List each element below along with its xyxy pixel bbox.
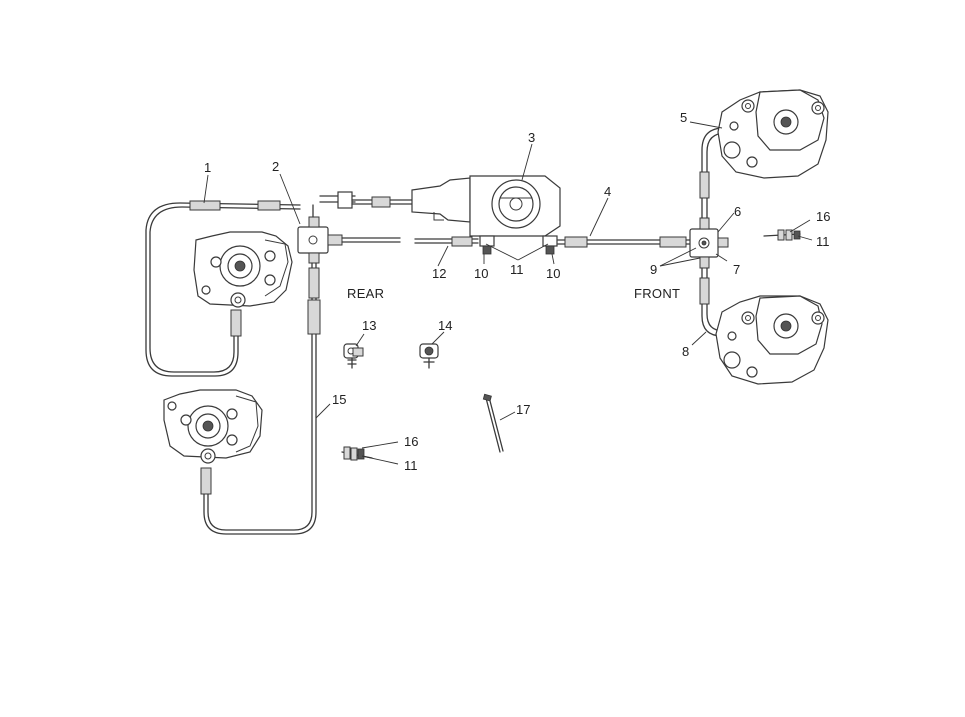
callout-11-rear: 11 [404, 458, 418, 473]
banjo-bolt-13 [343, 343, 364, 369]
callout-16-front: 16 [816, 209, 830, 224]
master-cylinder [319, 175, 561, 255]
brake-line-15 [200, 262, 321, 535]
callout-16-rear: 16 [404, 434, 418, 449]
bolt-washer-rear [341, 446, 373, 461]
callout-11-front: 11 [816, 234, 830, 249]
callout-5: 5 [680, 110, 687, 125]
front-label: FRONT [634, 286, 680, 301]
callout-10-left: 10 [474, 266, 488, 281]
rear-feed-line [341, 237, 401, 243]
callout-14: 14 [438, 318, 452, 333]
callout-11-master: 11 [510, 262, 524, 277]
callout-12: 12 [432, 266, 446, 281]
rear-caliper-upper [193, 231, 293, 308]
callout-4: 4 [604, 184, 611, 199]
brake-line-12 [414, 236, 479, 247]
callout-1: 1 [204, 160, 211, 175]
rear-label: REAR [347, 286, 384, 301]
callout-15: 15 [332, 392, 346, 407]
bolt-washer-front [763, 229, 801, 241]
rear-tee-fitting [297, 204, 343, 264]
callout-7: 7 [733, 262, 740, 277]
callout-6: 6 [734, 204, 741, 219]
rear-caliper-lower [163, 389, 263, 464]
callout-2: 2 [272, 159, 279, 174]
callout-8: 8 [682, 344, 689, 359]
callout-3: 3 [528, 130, 535, 145]
leader-lines [203, 121, 813, 465]
front-tee-fitting [689, 217, 729, 269]
front-caliper-upper [717, 89, 829, 179]
bleeder-14 [419, 343, 439, 369]
pin-17 [482, 393, 504, 453]
brake-line-4 [557, 236, 691, 248]
front-caliper-lower [715, 295, 829, 385]
callout-10-right: 10 [546, 266, 560, 281]
brake-line-1 [145, 200, 301, 377]
callout-9: 9 [650, 262, 657, 277]
callout-13: 13 [362, 318, 376, 333]
callout-17: 17 [516, 402, 530, 417]
